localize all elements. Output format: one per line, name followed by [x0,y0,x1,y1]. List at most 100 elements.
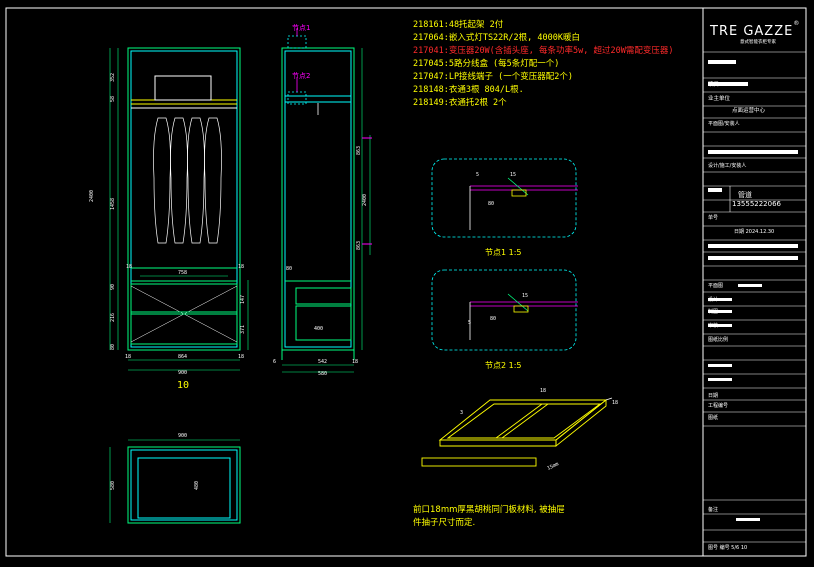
note-2: 217041:变压器20W(含插头座, 每条功率5w, 超过20W需配变压器) [413,46,674,56]
dim-side-total: 580 [318,371,327,377]
tb-row-8: 13555222066 [732,200,781,208]
detail-1-dim-a: 5 [476,172,479,178]
detail-1-drawing [469,177,578,230]
dim-side-h-b: 863 [356,241,362,250]
dim-side-dl: 6 [273,359,276,365]
callout-node-1: 节点1 [292,24,310,32]
magenta-markers [362,137,372,245]
tb-bar-2 [708,82,748,86]
note-6: 218149:衣通托2根 2个 [413,98,507,108]
note-0: 218161:48托起架 2付 [413,20,504,30]
dim-side-d2: 371 [240,325,246,334]
tb-row-17: 图纸比例 [708,337,729,343]
plan-view [109,439,241,524]
dim-drawer-w: 758 [178,270,187,276]
tb-row-19: 日期 [708,393,719,399]
detail-1-dim-b: 15 [510,172,516,178]
dim-drawer-d: 400 [314,326,323,332]
tb-row-23: 备注 [708,507,719,513]
bottom-note: 前口18mm厚黑胡桃同门板材料, 被抽屉 件抽子尺寸而定. [413,504,565,530]
dim-small-l: 18 [126,264,132,270]
front-dimension-lines [109,48,249,371]
side-callouts [287,28,319,115]
dim-side-inner: 542 [318,359,327,365]
tb-row-21: 图纸 [708,415,719,421]
dim-side-l: 18 [125,354,131,360]
tb-row-5: 设计/施工/安装人 [708,163,747,169]
registered-mark: ® [793,20,800,27]
hanging-clothes [153,117,222,244]
front-elevation [127,47,241,351]
tb-bar-3 [708,150,798,154]
bottom-note-line-2: 件抽子尺寸而定. [413,518,476,528]
tb-row-7: 管道 [738,191,752,199]
detail-1-dim-c: 80 [488,201,494,207]
note-3: 217045:5路分线盒 (每5条灯配一个) [413,59,560,69]
tb-row-13: 平面图 [708,283,724,289]
tb-bar-9 [708,310,732,313]
detail-2-dim-a: 5 [468,320,471,326]
dim-side-r: 18 [238,354,244,360]
note-1: 217064:嵌入式灯TS22R/2根, 4000K暖白 [413,33,580,43]
tb-row-24: 图号 编号 5/6 10 [708,545,748,551]
tb-bar-4 [708,188,722,192]
tb-bar-7 [738,284,762,287]
drawing-border [5,7,807,557]
tb-row-20: 工程编号 [708,403,729,409]
plan-dim-inner: 480 [194,481,200,490]
brand-logo: TRE GAZZE® 意式智能衣柜专家 [710,20,799,45]
brand-name: TRE GAZZE [710,24,794,39]
detail-2-title: 节点2 1:5 [485,361,522,370]
dim-h-base: 80 [110,344,116,350]
side-dim-text: 2400 863 863 400 147 371 542 580 6 18 80 [240,146,368,377]
dim-side-d1: 147 [240,295,246,304]
plan-dim-depth: 580 [110,481,116,490]
tb-bar-12 [708,378,732,381]
side-dimension-lines [282,48,371,373]
dim-total-w: 900 [178,370,187,376]
dim-h-low: 216 [110,313,116,322]
tb-bar-5 [708,244,798,248]
dim-h-sec: 58 [110,96,116,102]
tb-row-10: 日期 2024.12.30 [734,229,775,235]
tb-row-2: 点面运营中心 [732,108,766,114]
dim-inner-w: 864 [178,354,187,360]
dim-side-h-a: 863 [356,146,362,155]
tb-row-9: 单号 [708,215,719,221]
tb-bar-13 [736,518,760,521]
side-elevation [281,47,355,360]
detail-2-dim-c: 80 [490,316,496,322]
tb-bar-8 [708,298,732,301]
detail-2-box [431,269,577,351]
iso-frame [421,397,613,467]
detail-2-drawing [469,293,578,340]
callout-node-2: 节点2 [292,72,310,80]
dim-h-mid: 90 [110,284,116,290]
dim-small-r: 18 [238,264,244,270]
dim-h-top: 352 [110,73,116,82]
title-block-grid [703,51,806,543]
tb-bar-1 [708,60,736,64]
iso-dim-c: 18 [612,400,618,406]
iso-dim-a: 3 [460,410,463,416]
front-dim-text: 2400 1458 352 58 90 216 80 758 864 900 1… [89,73,244,376]
plan-dim-width: 900 [178,433,187,439]
detail-2-dim-b: 15 [522,293,528,299]
bottom-note-line-1: 前口18mm厚黑胡桃同门板材料, 被抽屉 [413,505,565,515]
tb-bar-10 [708,324,732,327]
iso-dim-d: 15mm [546,461,559,472]
brand-tagline: 意式智能衣柜专家 [740,40,776,45]
dim-side-dr: 18 [352,359,358,365]
note-5: 218148:衣通3根 804/L根. [413,85,524,95]
iso-dim-b: 18 [540,388,546,394]
dim-h-upper: 1458 [110,198,116,210]
dim-side-base: 80 [286,266,292,272]
detail-1-title: 节点1 1:5 [485,248,522,257]
detail-1-box [431,158,577,238]
note-4: 217047:LP接线端子 (一个变压器配2个) [413,72,574,82]
dim-side-h-total: 2400 [362,194,368,206]
tb-row-1: 业主单位 [708,96,731,102]
tb-row-3: 平面图/安装人 [708,121,740,127]
tb-bar-11 [708,364,732,367]
